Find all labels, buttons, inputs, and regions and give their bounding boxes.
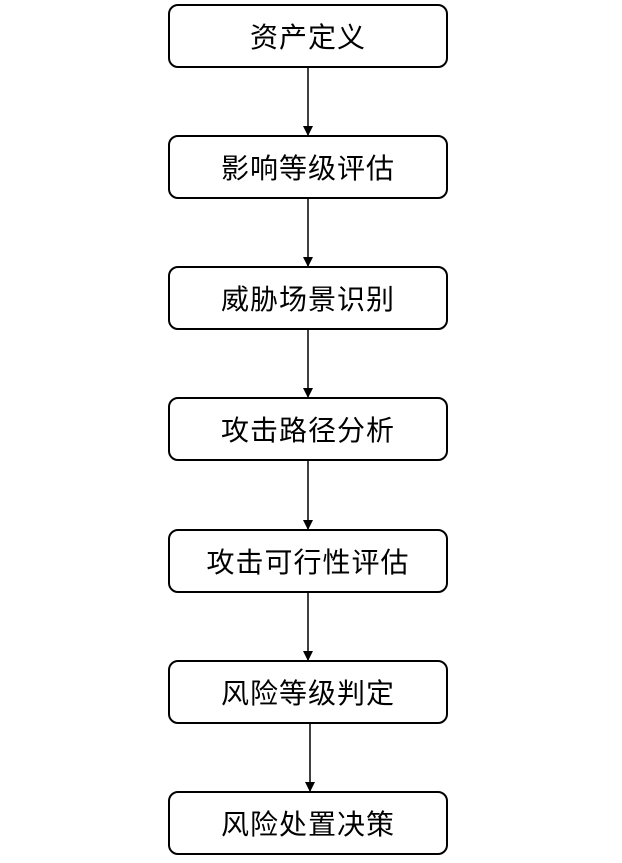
step-risk-treatment-decision: 风险处置决策 [168, 791, 448, 855]
step-impact-rating: 影响等级评估 [168, 135, 448, 199]
step-label: 风险等级判定 [220, 677, 395, 710]
step-attack-path-analysis: 攻击路径分析 [168, 397, 448, 461]
step-label: 影响等级评估 [220, 152, 395, 185]
step-label: 攻击路径分析 [220, 414, 395, 447]
step-label: 威胁场景识别 [220, 283, 395, 316]
step-attack-feasibility-rating: 攻击可行性评估 [168, 529, 448, 593]
step-asset-definition: 资产定义 [168, 4, 448, 68]
step-label: 资产定义 [249, 21, 366, 54]
step-threat-scenario-identification: 威胁场景识别 [168, 266, 448, 330]
step-label: 攻击可行性评估 [206, 546, 410, 579]
step-label: 风险处置决策 [220, 808, 395, 841]
step-risk-level-determination: 风险等级判定 [168, 660, 448, 724]
